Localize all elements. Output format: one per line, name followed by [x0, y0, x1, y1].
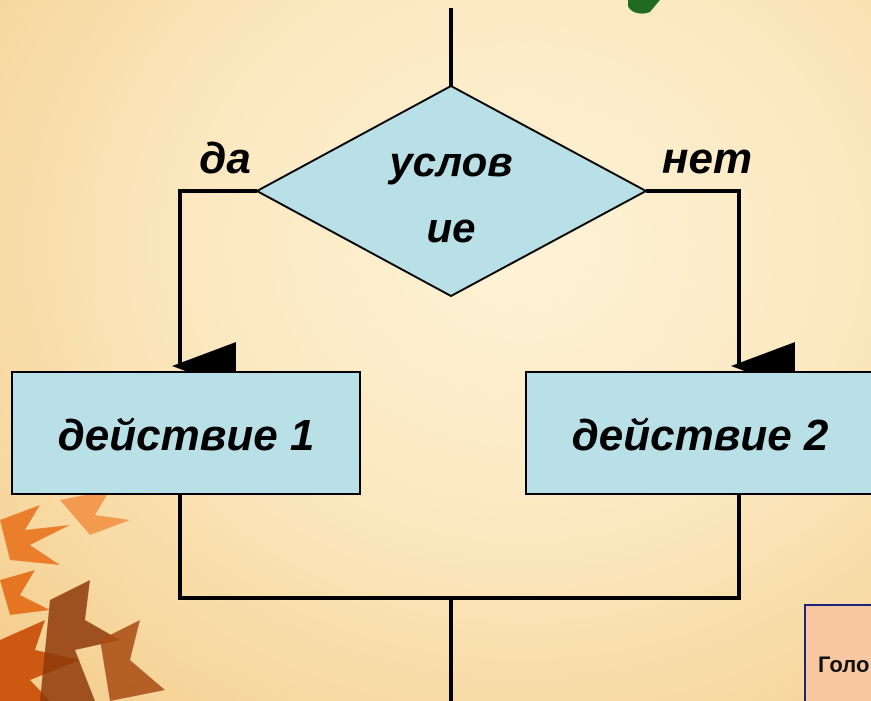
no-branch-line: [646, 189, 795, 390]
action1-box: [11, 371, 361, 495]
caption-text: Голо: [818, 652, 870, 677]
condition-label-line2: ие: [426, 204, 475, 251]
action2-box: [525, 371, 871, 495]
yes-label: да: [199, 134, 251, 183]
title-fragment: [628, 0, 660, 14]
condition-label-line1: услов: [387, 138, 512, 185]
autumn-leaves-decoration: [0, 490, 165, 701]
yes-branch-line: [172, 189, 257, 390]
no-label: нет: [662, 134, 752, 183]
condition-diamond: [254, 84, 649, 298]
action2-label: действие 2: [572, 411, 829, 460]
action1-label: действие 1: [58, 411, 315, 460]
caption-box[interactable]: Голо: [804, 604, 871, 701]
